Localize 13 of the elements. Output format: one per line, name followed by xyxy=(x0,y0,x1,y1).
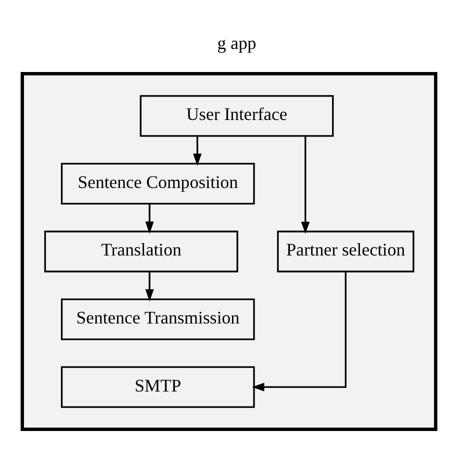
node-box: Partner selection xyxy=(276,230,414,272)
cluster xyxy=(20,72,437,431)
arrow xyxy=(144,204,154,234)
node-box: Translation xyxy=(44,230,238,272)
arrow xyxy=(144,272,154,302)
label: g app xyxy=(216,33,256,54)
node-box: Sentence Composition xyxy=(60,162,254,205)
node-box: Sentence Transmission xyxy=(60,298,254,340)
node-box: User Interface xyxy=(139,95,334,137)
arrow xyxy=(192,136,202,166)
arrow xyxy=(252,272,346,392)
arrow xyxy=(300,136,310,234)
node-box: SMTP xyxy=(60,366,254,408)
